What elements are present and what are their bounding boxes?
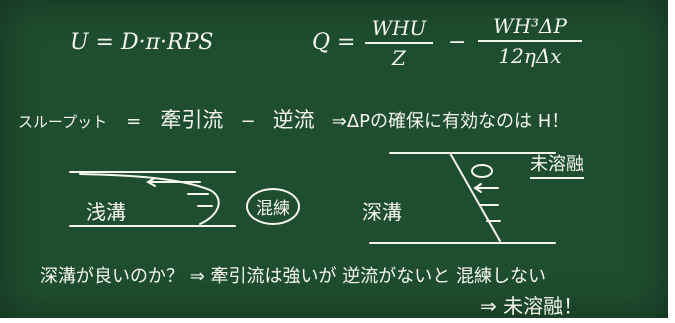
drag-flow-numerator: WHU xyxy=(371,16,427,40)
conclusion-pressure: ⇒ΔPの確保に有効なのは H！ xyxy=(331,111,570,132)
drag-flow-label: 牽引流 xyxy=(160,108,224,132)
unmelted-label: 未溶融 xyxy=(530,150,584,179)
fraction-bar xyxy=(365,42,433,44)
equals-sign: = xyxy=(126,111,142,132)
minus-sign: − xyxy=(240,111,256,132)
minus-sign: − xyxy=(448,30,467,55)
throughput-line: スループット = 牽引流 − 逆流 ⇒ΔPの確保に有効なのは H！ xyxy=(18,104,569,134)
back-flow-fraction: WH³ΔP 12ηΔx xyxy=(478,14,582,68)
deep-channel-label: 深溝 xyxy=(362,200,402,224)
conclusion-line-1: 深溝が良いのか？ ⇒ 牽引流は強いが 逆流がないと 混練しない xyxy=(40,266,546,287)
drag-flow-fraction: WHU Z xyxy=(365,16,433,70)
fraction-bar xyxy=(478,40,582,42)
velocity-equation: U = D·π·RPS xyxy=(70,30,214,55)
back-flow-denominator: 12ηΔx xyxy=(498,44,562,68)
shallow-channel-label: 浅溝 xyxy=(86,200,126,224)
conclusion-line-2: ⇒ 未溶融！ xyxy=(480,294,584,318)
throughput-label: スループット xyxy=(18,113,108,131)
deep-channel-diagram xyxy=(369,152,556,244)
drag-flow-denominator: Z xyxy=(392,46,406,70)
flow-rate-lhs: Q = xyxy=(312,30,356,55)
back-flow-label: 逆流 xyxy=(272,108,315,132)
back-flow-numerator: WH³ΔP xyxy=(493,14,567,38)
chalkboard: U = D·π·RPS Q = WHU Z − WH³ΔP 12ηΔx スループ… xyxy=(0,0,668,318)
shallow-channel-diagram xyxy=(69,171,236,227)
kneading-label: 混練 xyxy=(246,188,300,225)
